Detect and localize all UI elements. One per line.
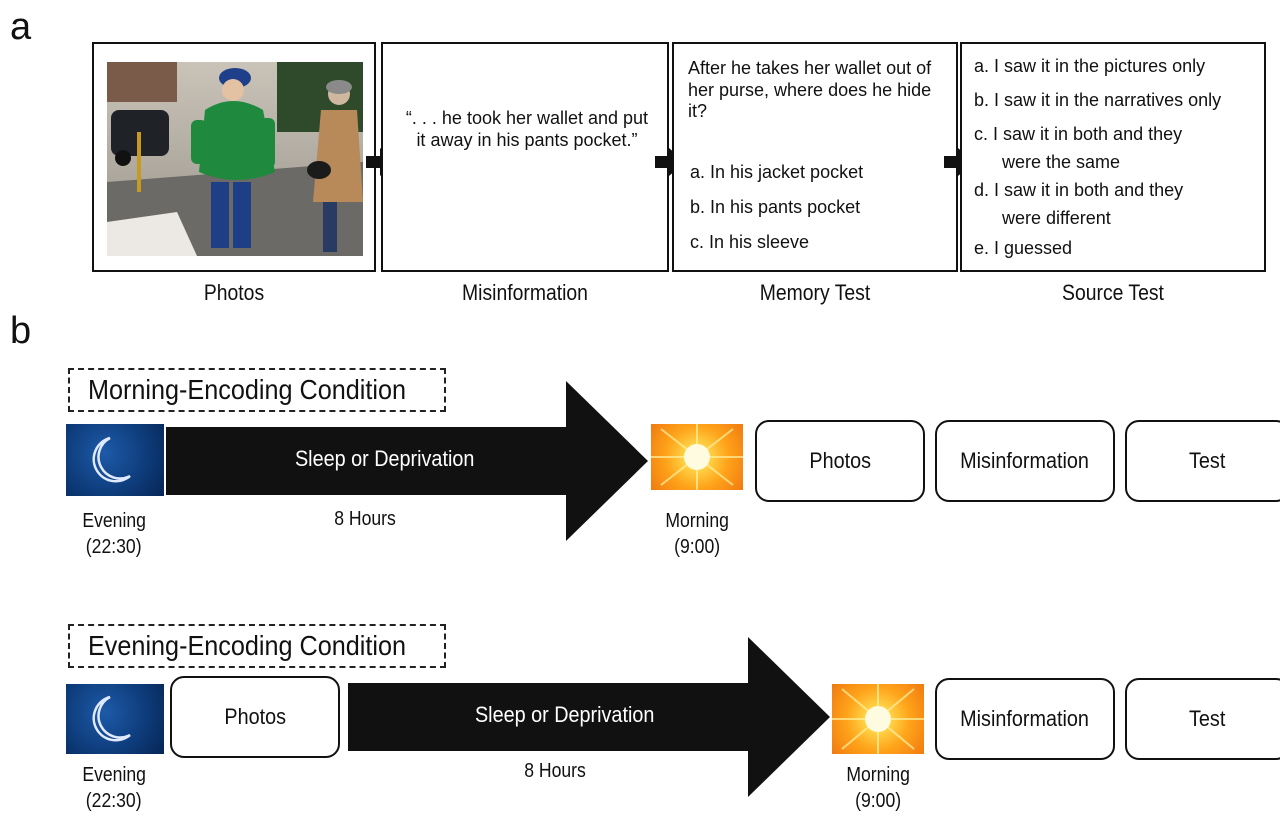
panel-a-letter: a: [10, 6, 32, 48]
memory-option: a. In his jacket pocket: [690, 162, 864, 182]
source-option: b. I saw it in the narratives only: [974, 90, 1222, 110]
evening-time-label: Evening (22:30): [82, 764, 146, 812]
sun-tile: [832, 684, 924, 754]
photo-box: [92, 42, 376, 272]
evening-time-label: Evening (22:30): [82, 510, 146, 558]
sun-icon: [832, 684, 924, 754]
source-option: were different: [1002, 208, 1111, 228]
source-option: c. I saw it in both and they: [974, 124, 1183, 144]
evening-condition-label: Evening-Encoding Condition: [68, 624, 446, 668]
stage-misinformation: Misinformation: [935, 420, 1115, 502]
right-arrow-icon: [944, 148, 974, 176]
evening-condition-text: Evening-Encoding Condition: [88, 630, 407, 661]
sleep-arrow-label: Sleep or Deprivation: [475, 702, 655, 727]
hours-label: 8 Hours: [334, 508, 396, 530]
right-arrow-icon: [655, 148, 685, 176]
caption-memory-test: Memory Test: [759, 280, 871, 305]
crescent-moon-icon: [92, 436, 131, 483]
caption-source-test: Source Test: [1062, 280, 1164, 305]
memory-option: c. In his sleeve: [690, 232, 810, 252]
source-option: were the same: [1002, 152, 1121, 172]
sun-icon: [651, 424, 743, 490]
memory-test-box: After he takes her wallet out of her pur…: [672, 42, 958, 272]
crescent-moon-icon: [92, 695, 131, 742]
sleep-arrow: [348, 637, 830, 797]
memory-test-question: After he takes her wallet out of her pur…: [688, 58, 932, 122]
source-option: e. I guessed: [974, 238, 1073, 258]
street-scene-photo: [107, 62, 363, 256]
memory-option: b. In his pants pocket: [690, 197, 861, 217]
misinformation-quote: “. . . he took her wallet and put it awa…: [405, 108, 649, 150]
sun-tile: [651, 424, 743, 490]
misinformation-box: “. . . he took her wallet and put it awa…: [381, 42, 669, 272]
stage-photos: Photos: [755, 420, 925, 502]
source-test-box: a. I saw it in the pictures only b. I sa…: [960, 42, 1266, 272]
stage-photos: Photos: [170, 676, 340, 758]
night-tile: [66, 684, 164, 754]
morning-condition-label: Morning-Encoding Condition: [68, 368, 446, 412]
morning-time-label: Morning (9:00): [665, 510, 729, 558]
source-option: a. I saw it in the pictures only: [974, 56, 1206, 76]
stage-misinformation: Misinformation: [935, 678, 1115, 760]
morning-condition-text: Morning-Encoding Condition: [88, 374, 406, 405]
hours-label: 8 Hours: [524, 760, 586, 782]
stage-test: Test: [1125, 420, 1280, 502]
caption-photos: Photos: [203, 280, 265, 305]
stage-test: Test: [1125, 678, 1280, 760]
sleep-arrow-label: Sleep or Deprivation: [295, 446, 475, 471]
source-option: d. I saw it in both and they: [974, 180, 1184, 200]
caption-misinformation: Misinformation: [462, 280, 588, 305]
morning-time-label: Morning (9:00): [846, 764, 910, 812]
sleep-arrow: [166, 381, 648, 541]
night-tile: [66, 424, 164, 496]
panel-b-letter: b: [10, 310, 32, 352]
